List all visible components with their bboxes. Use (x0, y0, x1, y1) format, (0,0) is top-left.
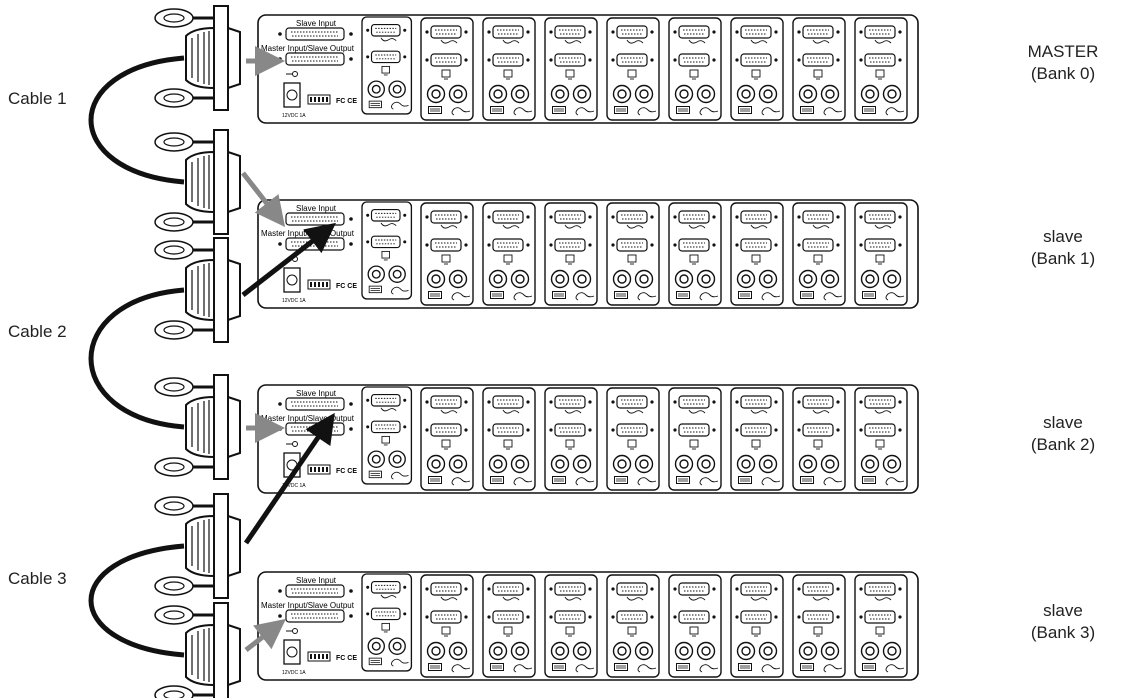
unit-1-computer-port-4 (607, 203, 659, 305)
unit-0-computer-port-4 (607, 18, 659, 120)
unit-3-computer-port-3 (545, 575, 597, 677)
unit-1-console-ports (362, 202, 411, 299)
unit-3-slave-input-port (285, 584, 345, 598)
unit-3-power-rating: 12VDC 1A (282, 670, 306, 676)
cable-3-label: Cable 3 (8, 569, 67, 588)
cascade-cables (88, 4, 242, 698)
unit-1-slave-input-port (285, 212, 345, 226)
unit-1-slave-input-label: Slave Input (296, 204, 337, 213)
unit-2-computer-port-5 (669, 388, 721, 490)
cable-3-cord (88, 543, 185, 658)
bank-3-role: slave (1043, 601, 1083, 620)
unit-0-power-jack (283, 82, 301, 108)
unit-0-slave-input-label: Slave Input (296, 19, 337, 28)
unit-1-power-rating: 12VDC 1A (282, 298, 306, 304)
unit-2-cert-marks: FC CE (336, 468, 357, 475)
unit-3-master-output-label: Master Input/Slave Output (261, 601, 355, 610)
bank-3-number: (Bank 3) (1030, 623, 1096, 642)
unit-0-power-rating: 12VDC 1A (282, 113, 306, 119)
bank-0-label: MASTER (Bank 0) (1003, 41, 1123, 85)
unit-3-power-jack (283, 639, 301, 665)
unit-2-slave-input-port (285, 397, 345, 411)
unit-2-master-output-label: Master Input/Slave Output (261, 414, 355, 423)
connection-arrow-3 (241, 222, 336, 297)
bank-1-number: (Bank 1) (1030, 249, 1096, 268)
unit-0-console-ports (362, 17, 411, 114)
unit-0-slave-input-port (285, 27, 345, 41)
unit-3-computer-port-7 (793, 575, 845, 677)
unit-0-computer-port-7 (793, 18, 845, 120)
unit-0-master-output-label: Master Input/Slave Output (261, 44, 355, 53)
unit-2-computer-port-7 (793, 388, 845, 490)
unit-1-computer-port-1 (421, 203, 473, 305)
unit-3-computer-port-4 (607, 575, 659, 677)
unit-0-cert-marks: FC CE (336, 98, 357, 105)
cable-2-label: Cable 2 (8, 322, 67, 341)
unit-2-master-output-port (285, 422, 345, 436)
unit-3-master-output-port (285, 609, 345, 623)
bank-2-label: slave (Bank 2) (1003, 412, 1123, 456)
unit-1-power-jack (283, 267, 301, 293)
cable-2-cord (88, 287, 185, 430)
unit-2-computer-port-3 (545, 388, 597, 490)
unit-2-computer-port-1 (421, 388, 473, 490)
unit-3-cert-marks: FC CE (336, 655, 357, 662)
unit-2-power-rating: 12VDC 1A (282, 483, 306, 489)
connection-arrow-2 (241, 171, 286, 227)
unit-3-console-ports (362, 574, 411, 671)
bank-3-label: slave (Bank 3) (1003, 600, 1123, 644)
unit-3-computer-port-8 (855, 575, 907, 677)
unit-0-computer-port-5 (669, 18, 721, 120)
unit-0-master-output-port (285, 52, 345, 66)
unit-0-computer-port-1 (421, 18, 473, 120)
unit-3-computer-port-6 (731, 575, 783, 677)
unit-3-computer-port-2 (483, 575, 535, 677)
unit-2-computer-port-6 (731, 388, 783, 490)
bank-2-role: slave (1043, 413, 1083, 432)
unit-2-computer-port-2 (483, 388, 535, 490)
unit-1-computer-port-5 (669, 203, 721, 305)
connection-arrow-5 (243, 412, 335, 545)
unit-2-computer-port-8 (855, 388, 907, 490)
cable-1-cord (88, 55, 185, 185)
unit-1-master-output-label: Master Input/Slave Output (261, 229, 355, 238)
cable-1-label: Cable 1 (8, 89, 67, 108)
unit-1-cert-marks: FC CE (336, 283, 357, 290)
bank-1-role: slave (1043, 227, 1083, 246)
bank-0-role: MASTER (1027, 42, 1099, 61)
cable-3-connector-b (153, 601, 242, 698)
unit-3-slave-input-label: Slave Input (296, 576, 337, 585)
unit-0-computer-port-2 (483, 18, 535, 120)
unit-3-computer-port-5 (669, 575, 721, 677)
bank-2-number: (Bank 2) (1030, 435, 1096, 454)
unit-2-slave-input-label: Slave Input (296, 389, 337, 398)
bank-0-number: (Bank 0) (1030, 64, 1096, 83)
unit-1-computer-port-3 (545, 203, 597, 305)
unit-1-computer-port-8 (855, 203, 907, 305)
unit-2-console-ports (362, 387, 411, 484)
connection-arrows (241, 46, 336, 652)
unit-1-computer-port-2 (483, 203, 535, 305)
unit-2-computer-port-4 (607, 388, 659, 490)
unit-1-computer-port-7 (793, 203, 845, 305)
connection-arrow-6 (244, 618, 286, 652)
unit-1-computer-port-6 (731, 203, 783, 305)
bank-1-label: slave (Bank 1) (1003, 226, 1123, 270)
unit-3-computer-port-1 (421, 575, 473, 677)
unit-0-computer-port-8 (855, 18, 907, 120)
unit-0-computer-port-6 (731, 18, 783, 120)
unit-0-computer-port-3 (545, 18, 597, 120)
